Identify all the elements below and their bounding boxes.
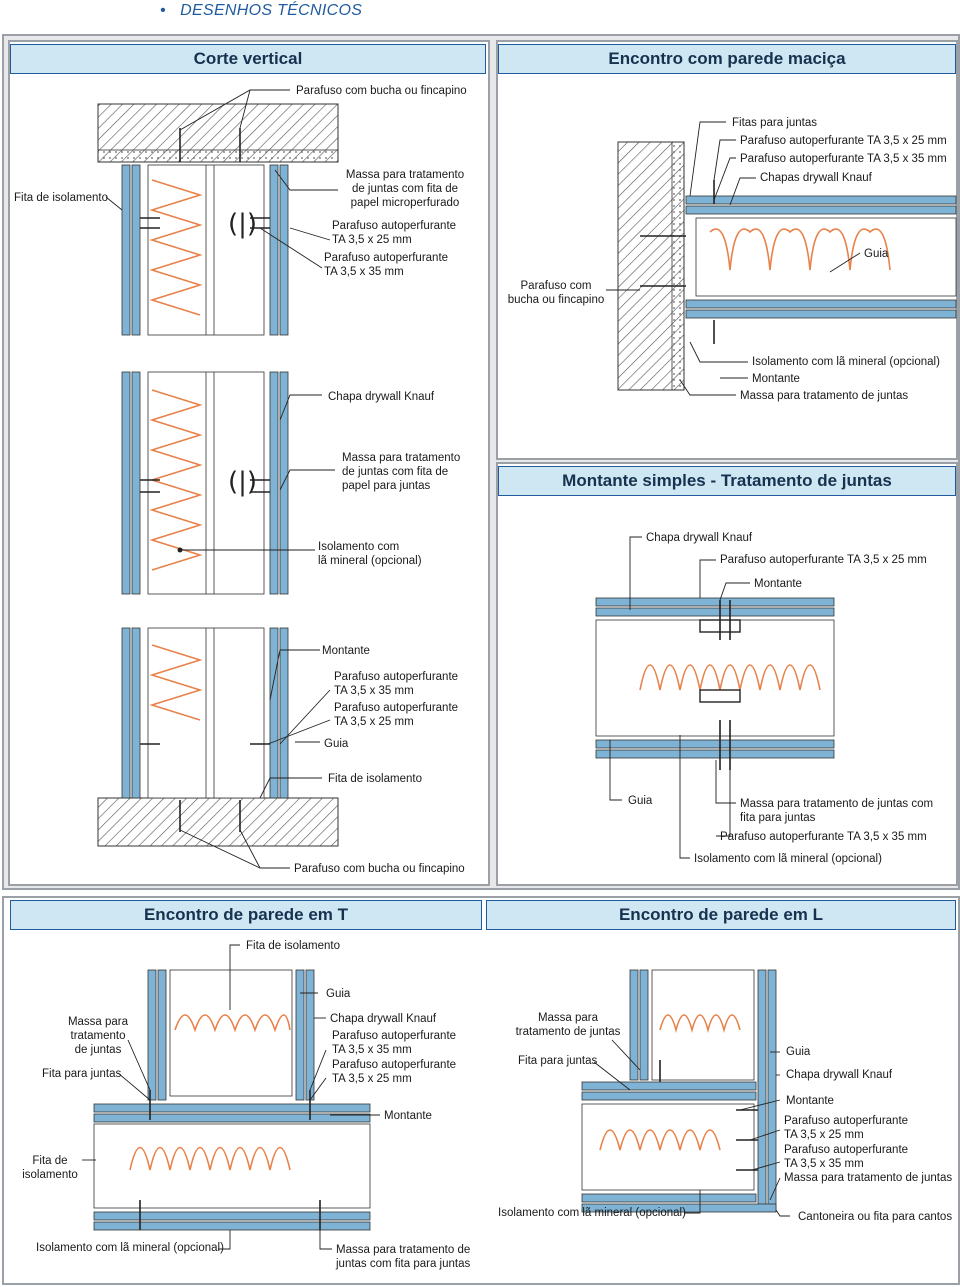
label-t-massa: Massa para tratamento de juntas xyxy=(67,1016,129,1056)
label-ms-chapa: Chapa drywall Knauf xyxy=(646,532,753,544)
label-cv-parafuso-35: Parafuso autoperfurante TA 3,5 x 35 mm xyxy=(324,252,449,278)
bullet-icon: • xyxy=(160,2,166,19)
label-ms-guia: Guia xyxy=(628,795,653,807)
label-l-parafuso-35: Parafuso autoperfurante TA 3,5 x 35 mm xyxy=(784,1144,909,1170)
label-t-guia: Guia xyxy=(326,988,351,1000)
label-em-parafuso-35: Parafuso autoperfurante TA 3,5 x 35 mm xyxy=(740,153,947,165)
label-t-isolamento: Isolamento com lã mineral (opcional) xyxy=(36,1242,224,1254)
label-l-isolamento: Isolamento com lã mineral (opcional) xyxy=(498,1207,686,1219)
label-em-isolamento: Isolamento com lã mineral (opcional) xyxy=(752,356,940,368)
label-cv-parafuso-bucha-bottom: Parafuso com bucha ou fincapino xyxy=(294,863,465,875)
label-cv-chapa: Chapa drywall Knauf xyxy=(328,391,435,403)
label-cv-massa-micro: Massa para tratamento de juntas com fita… xyxy=(345,169,465,209)
label-cv-parafuso-25: Parafuso autoperfurante TA 3,5 x 25 mm xyxy=(332,220,457,246)
label-t-chapa: Chapa drywall Knauf xyxy=(330,1013,437,1025)
title-encontro-macica: Encontro com parede maciça xyxy=(498,44,956,74)
label-l-parafuso-25: Parafuso autoperfurante TA 3,5 x 25 mm xyxy=(784,1115,909,1141)
montante-simples-drawing xyxy=(595,536,835,859)
label-cv-fita-isolamento-bottom: Fita de isolamento xyxy=(328,773,422,785)
label-l-cantoneira: Cantoneira ou fita para cantos xyxy=(798,1211,953,1223)
label-cv-fita-isolamento: Fita de isolamento xyxy=(14,192,108,204)
label-t-fita-isolamento-top: Fita de isolamento xyxy=(246,940,340,952)
label-ms-isolamento: Isolamento com lã mineral (opcional) xyxy=(694,853,882,865)
title-corte-vertical: Corte vertical xyxy=(10,44,486,74)
label-l-massa-juntas: Massa para tratamento de juntas xyxy=(784,1172,953,1184)
label-em-montante: Montante xyxy=(752,373,800,385)
label-cv-parafuso-35b: Parafuso autoperfurante TA 3,5 x 35 mm xyxy=(334,671,459,697)
title-encontro-l: Encontro de parede em L xyxy=(486,900,956,930)
label-l-fita-juntas: Fita para juntas xyxy=(518,1055,598,1067)
label-t-fita-isolamento-left: Fita de isolamento xyxy=(22,1155,78,1181)
label-cv-parafuso-25b: Parafuso autoperfurante TA 3,5 x 25 mm xyxy=(334,702,459,728)
label-em-guia: Guia xyxy=(864,248,889,260)
section-title: DESENHOS TÉCNICOS xyxy=(180,2,363,19)
label-l-massa: Massa para tratamento de juntas xyxy=(515,1012,621,1038)
label-cv-isolamento: Isolamento com lã mineral (opcional) xyxy=(318,541,422,567)
label-l-chapa: Chapa drywall Knauf xyxy=(786,1069,893,1081)
label-em-fitas: Fitas para juntas xyxy=(732,117,818,129)
label-ms-montante: Montante xyxy=(754,578,802,590)
label-em-massa: Massa para tratamento de juntas xyxy=(740,390,909,402)
label-cv-montante: Montante xyxy=(322,645,370,657)
corte-vertical-drawing: (|) (|) xyxy=(97,89,339,869)
encontro-t-drawing xyxy=(82,944,380,1250)
encontro-macica-drawing xyxy=(606,121,957,396)
label-t-montante: Montante xyxy=(384,1110,432,1122)
label-em-parafuso-25: Parafuso autoperfurante TA 3,5 x 25 mm xyxy=(740,135,947,147)
label-t-parafuso-25: Parafuso autoperfurante TA 3,5 x 25 mm xyxy=(332,1059,457,1085)
label-ms-parafuso-25: Parafuso autoperfurante TA 3,5 x 25 mm xyxy=(720,554,927,566)
label-cv-massa-papel: Massa para tratamento de juntas com fita… xyxy=(342,452,461,492)
label-ms-parafuso-35: Parafuso autoperfurante TA 3,5 x 35 mm xyxy=(720,831,927,843)
label-em-chapas: Chapas drywall Knauf xyxy=(760,172,872,184)
section-header: • DESENHOS TÉCNICOS xyxy=(160,2,362,20)
label-t-parafuso-35: Parafuso autoperfurante TA 3,5 x 35 mm xyxy=(332,1030,457,1056)
label-t-massa-fita: Massa para tratamento de juntas com fita… xyxy=(336,1244,471,1270)
label-l-montante: Montante xyxy=(786,1095,834,1107)
label-ms-massa: Massa para tratamento de juntas com fita… xyxy=(740,798,934,824)
label-cv-guia: Guia xyxy=(324,738,349,750)
title-montante-simples: Montante simples - Tratamento de juntas xyxy=(498,466,956,496)
title-encontro-t: Encontro de parede em T xyxy=(10,900,482,930)
label-cv-parafuso-bucha-top: Parafuso com bucha ou fincapino xyxy=(296,85,467,97)
encontro-l-drawing xyxy=(581,969,790,1217)
label-t-fita-juntas: Fita para juntas xyxy=(42,1068,122,1080)
label-em-parafuso-bucha: Parafuso com bucha ou fincapino xyxy=(507,280,605,306)
label-l-guia: Guia xyxy=(786,1046,811,1058)
svg-text:(|): (|) xyxy=(228,209,257,239)
